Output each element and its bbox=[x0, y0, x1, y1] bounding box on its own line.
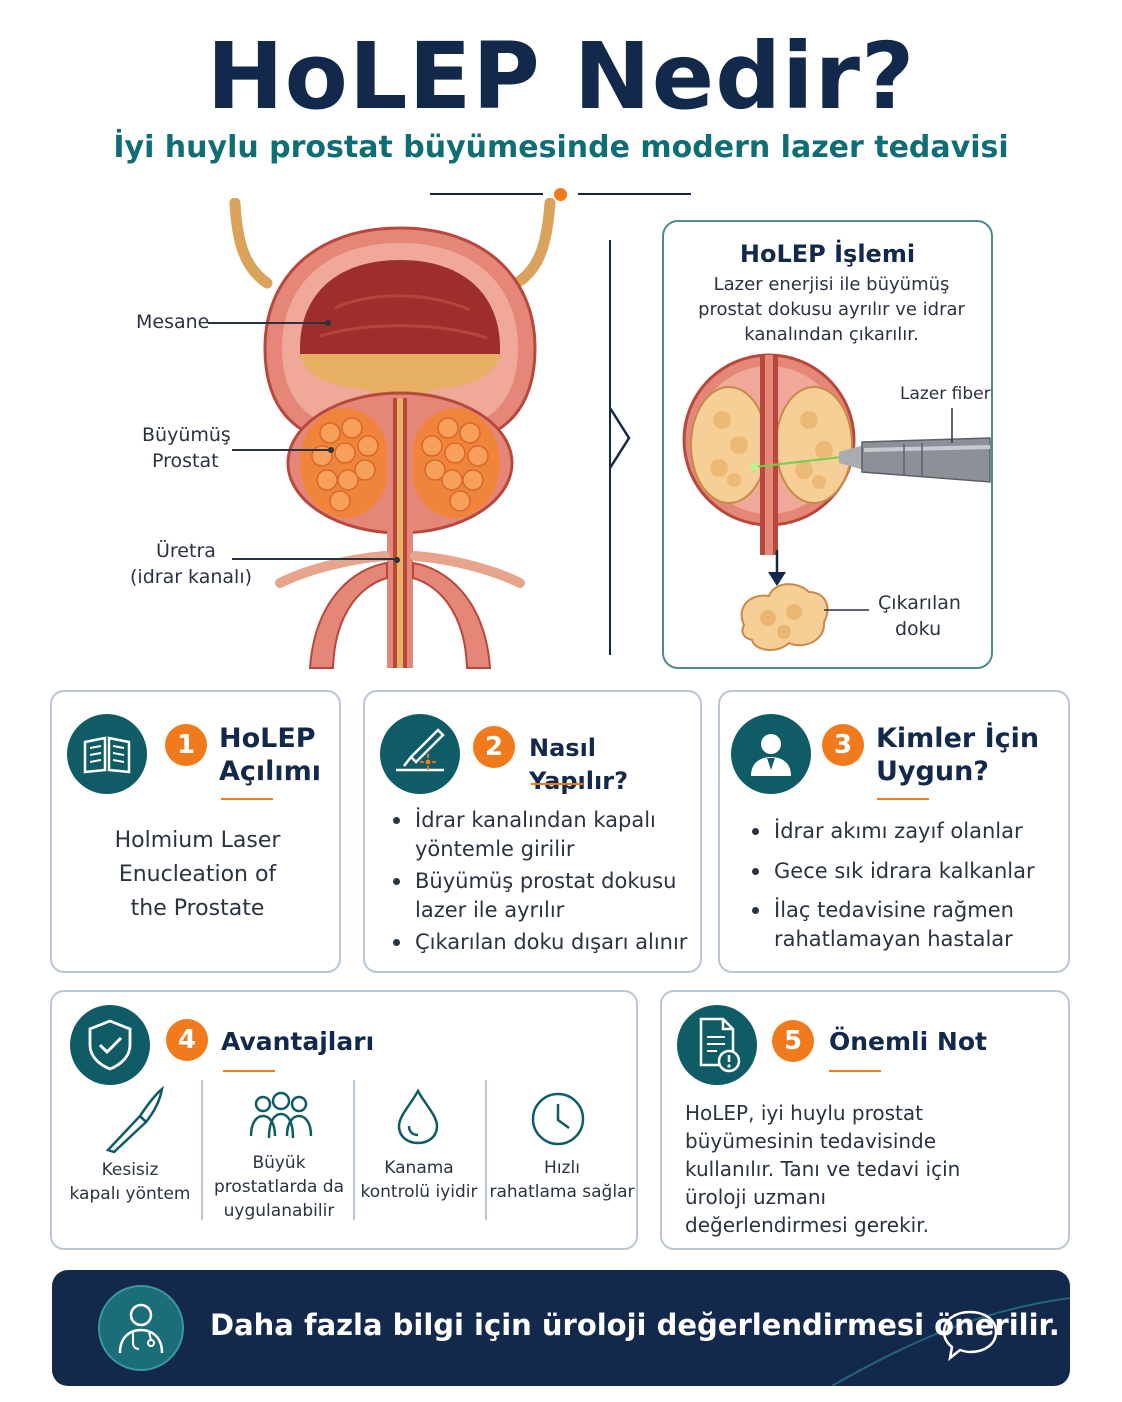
advantage-item-3-line-2: kontrolü iyidir bbox=[360, 1182, 478, 1202]
advantage-item-1: Kesisiz kapalı yöntem bbox=[60, 1158, 200, 1206]
anatomy-illustration bbox=[229, 198, 556, 669]
book-icon bbox=[67, 714, 147, 794]
procedure-illustration bbox=[682, 353, 991, 651]
group-icon bbox=[249, 1091, 313, 1139]
laser-pen-icon bbox=[380, 714, 460, 794]
card-2-title: Nasıl Yapılır? bbox=[529, 734, 628, 795]
card-2-bullet-list: İdrar kanalından kapalı yöntemle girilir… bbox=[393, 806, 693, 957]
card-1-number: 1 bbox=[165, 724, 207, 766]
card-5-title: Önemli Not bbox=[829, 1027, 987, 1056]
label-urethra-1: Üretra bbox=[156, 540, 216, 562]
document-alert-icon bbox=[677, 1005, 757, 1085]
label-urethra-2: (idrar kanalı) bbox=[130, 566, 253, 588]
card-3-bullet: İdrar akımı zayıf olanlar bbox=[752, 817, 1062, 846]
advantage-item-4: Hızlı rahatlama sağlar bbox=[488, 1156, 636, 1204]
footer-banner: Daha fazla bilgi için üroloji değerlendi… bbox=[52, 1270, 1070, 1386]
card-4-number: 4 bbox=[166, 1019, 208, 1061]
label-bladder-line bbox=[208, 322, 328, 324]
label-prostate-1: Büyümüş bbox=[142, 424, 231, 446]
card-2-underline bbox=[531, 783, 583, 785]
advantage-item-3-line-1: Kanama bbox=[384, 1158, 454, 1178]
card-3-bullet-list: İdrar akımı zayıf olanlar Gece sık idrar… bbox=[752, 817, 1062, 953]
header-divider-right bbox=[578, 193, 691, 195]
chevron-right-icon bbox=[608, 407, 631, 469]
card-2-bullet: Büyümüş prostat dokusu lazer ile ayrılır bbox=[393, 867, 693, 924]
card-3-title-1: Kimler İçin bbox=[876, 723, 1040, 754]
chat-bubble-icon bbox=[942, 1310, 998, 1362]
advantage-separator bbox=[201, 1080, 203, 1220]
footer-text: Daha fazla bilgi için üroloji değerlendi… bbox=[210, 1308, 1060, 1342]
advantage-item-1-line-2: kapalı yöntem bbox=[69, 1184, 191, 1204]
drop-icon bbox=[397, 1088, 439, 1145]
card-5-underline bbox=[829, 1070, 881, 1072]
card-3-underline bbox=[877, 798, 929, 800]
label-urethra-line bbox=[232, 558, 398, 560]
advantage-item-4-line-2: rahatlama sağlar bbox=[489, 1182, 635, 1202]
card-4-underline bbox=[223, 1070, 275, 1072]
shield-check-icon bbox=[70, 1005, 150, 1085]
card-how-done: 2 Nasıl Yapılır? İdrar kanalından kapalı… bbox=[363, 690, 702, 973]
card-5-text: HoLEP, iyi huylu prostat büyümesinin ted… bbox=[685, 1101, 961, 1237]
header-divider-dot bbox=[554, 188, 567, 201]
footer-swoosh bbox=[831, 1297, 1070, 1386]
advantage-item-1-line-1: Kesisiz bbox=[101, 1160, 159, 1180]
card-holep-meaning: 1 HoLEP Açılımı Holmium Laser Enucleatio… bbox=[50, 690, 341, 973]
advantage-item-2-line-2: prostatlarda da bbox=[213, 1177, 345, 1197]
advantage-item-2-line-3: uygulanabilir bbox=[223, 1201, 335, 1221]
label-bladder: Mesane bbox=[136, 311, 210, 333]
advantage-item-2-line-1: Büyük bbox=[252, 1153, 306, 1173]
card-1-text-2: Enucleation of bbox=[118, 862, 277, 887]
card-important-note: 5 Önemli Not HoLEP, iyi huylu prostat bü… bbox=[660, 990, 1070, 1250]
label-laser-fiber: Lazer fiber bbox=[900, 384, 991, 404]
procedure-title: HoLEP İşlemi bbox=[739, 240, 916, 268]
card-1-text-1: Holmium Laser bbox=[114, 828, 281, 853]
patient-icon bbox=[731, 714, 811, 794]
card-2-bullet: İdrar kanalından kapalı yöntemle girilir bbox=[393, 806, 693, 863]
page-title: HoLEP Nedir? bbox=[206, 23, 916, 130]
card-1-text-3: the Prostate bbox=[130, 896, 265, 921]
advantage-item-2: Büyük prostatlarda da uygulanabilir bbox=[204, 1151, 354, 1223]
advantage-separator bbox=[485, 1080, 487, 1220]
card-1-title-1: HoLEP bbox=[219, 723, 316, 754]
label-removed-2: doku bbox=[895, 618, 942, 640]
card-3-title-2: Uygun? bbox=[876, 756, 989, 787]
advantage-item-3: Kanama kontrolü iyidir bbox=[356, 1156, 482, 1204]
advantage-separator bbox=[353, 1080, 355, 1220]
card-3-bullet: İlaç tedavisine rağmen rahatlamayan hast… bbox=[752, 896, 1062, 953]
card-1-title-2: Açılımı bbox=[219, 756, 322, 787]
card-1-underline bbox=[221, 798, 273, 800]
advantage-item-4-line-1: Hızlı bbox=[544, 1158, 580, 1178]
card-3-number: 3 bbox=[822, 724, 864, 766]
card-2-number: 2 bbox=[473, 726, 515, 768]
card-4-title: Avantajları bbox=[221, 1027, 375, 1056]
procedure-text: Lazer enerjisi ile büyümüş prostat dokus… bbox=[698, 274, 965, 345]
label-removed-1: Çıkarılan bbox=[878, 592, 961, 614]
label-prostate-line bbox=[232, 449, 331, 451]
section-separator bbox=[609, 240, 611, 655]
header-divider-left bbox=[430, 193, 543, 195]
card-5-number: 5 bbox=[772, 1020, 814, 1062]
clock-icon bbox=[531, 1092, 585, 1146]
page-subtitle: İyi huylu prostat büyümesinde modern laz… bbox=[113, 130, 1009, 165]
card-3-bullet: Gece sık idrara kalkanlar bbox=[752, 857, 1062, 886]
card-advantages: 4 Avantajları Kesisiz kapalı yöntem Büyü… bbox=[50, 990, 638, 1250]
card-who-suitable: 3 Kimler İçin Uygun? İdrar akımı zayıf o… bbox=[718, 690, 1070, 973]
label-prostate-2: Prostat bbox=[152, 450, 219, 472]
doctor-icon bbox=[98, 1285, 184, 1371]
card-2-bullet: Çıkarılan doku dışarı alınır bbox=[393, 928, 693, 957]
scalpel-icon bbox=[105, 1086, 164, 1154]
